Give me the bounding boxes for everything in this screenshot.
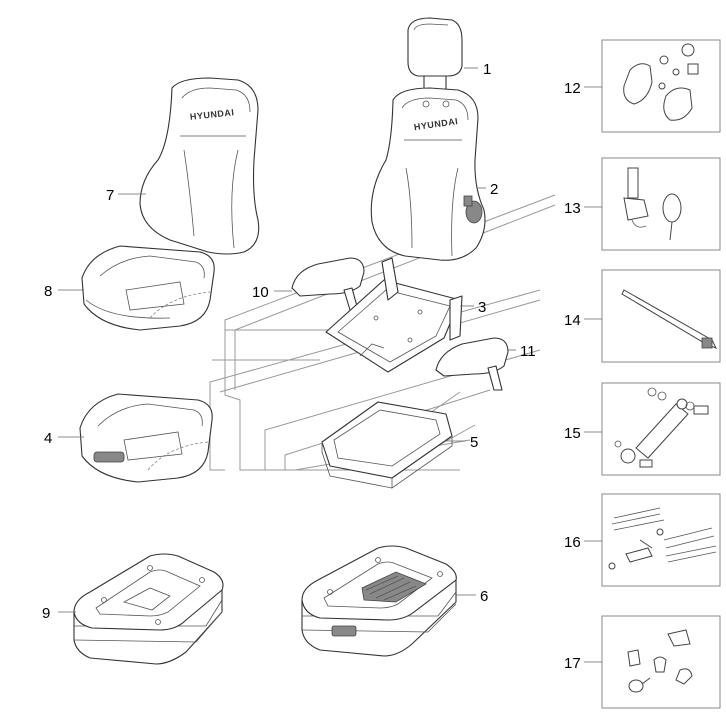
callout-13: 13 bbox=[564, 200, 581, 217]
backrest-assembly: HYUNDAI bbox=[370, 87, 486, 261]
callout-17: 17 bbox=[564, 655, 581, 672]
backrest-cushion: HYUNDAI bbox=[139, 77, 260, 255]
callout-9: 9 bbox=[42, 605, 50, 622]
leader-lines bbox=[58, 67, 602, 663]
callout-10: 10 bbox=[252, 284, 269, 301]
suspension-base-right bbox=[301, 545, 457, 657]
callout-labels: 1 2 3 4 5 6 7 8 9 10 11 12 13 14 15 16 1… bbox=[42, 61, 581, 672]
part-box-15 bbox=[601, 382, 721, 476]
callout-6: 6 bbox=[480, 588, 488, 605]
seat-frame bbox=[325, 257, 463, 373]
callout-12: 12 bbox=[564, 80, 581, 97]
part-box-12 bbox=[601, 39, 721, 133]
callout-4: 4 bbox=[44, 430, 52, 447]
suspension-base-left bbox=[73, 553, 224, 665]
headrest bbox=[407, 17, 463, 96]
part-box-16 bbox=[601, 493, 721, 587]
cushion-brand-label: HYUNDAI bbox=[189, 107, 234, 122]
seat-cushion-heated bbox=[79, 393, 213, 483]
callout-8: 8 bbox=[44, 283, 52, 300]
callout-15: 15 bbox=[564, 425, 581, 442]
callout-16: 16 bbox=[564, 534, 581, 551]
seat-tray bbox=[321, 401, 453, 489]
callout-14: 14 bbox=[564, 312, 581, 329]
seat-cushion bbox=[81, 245, 215, 331]
part-box-14 bbox=[601, 269, 721, 363]
callout-11: 11 bbox=[520, 343, 536, 360]
callout-7: 7 bbox=[106, 187, 114, 204]
armrest-right bbox=[435, 337, 509, 391]
callout-1: 1 bbox=[483, 61, 491, 78]
armrest-left bbox=[291, 257, 365, 311]
callout-2: 2 bbox=[490, 181, 498, 198]
part-box-13 bbox=[601, 157, 721, 251]
callout-3: 3 bbox=[478, 299, 486, 316]
callout-5: 5 bbox=[470, 434, 478, 451]
part-box-17 bbox=[601, 615, 721, 709]
